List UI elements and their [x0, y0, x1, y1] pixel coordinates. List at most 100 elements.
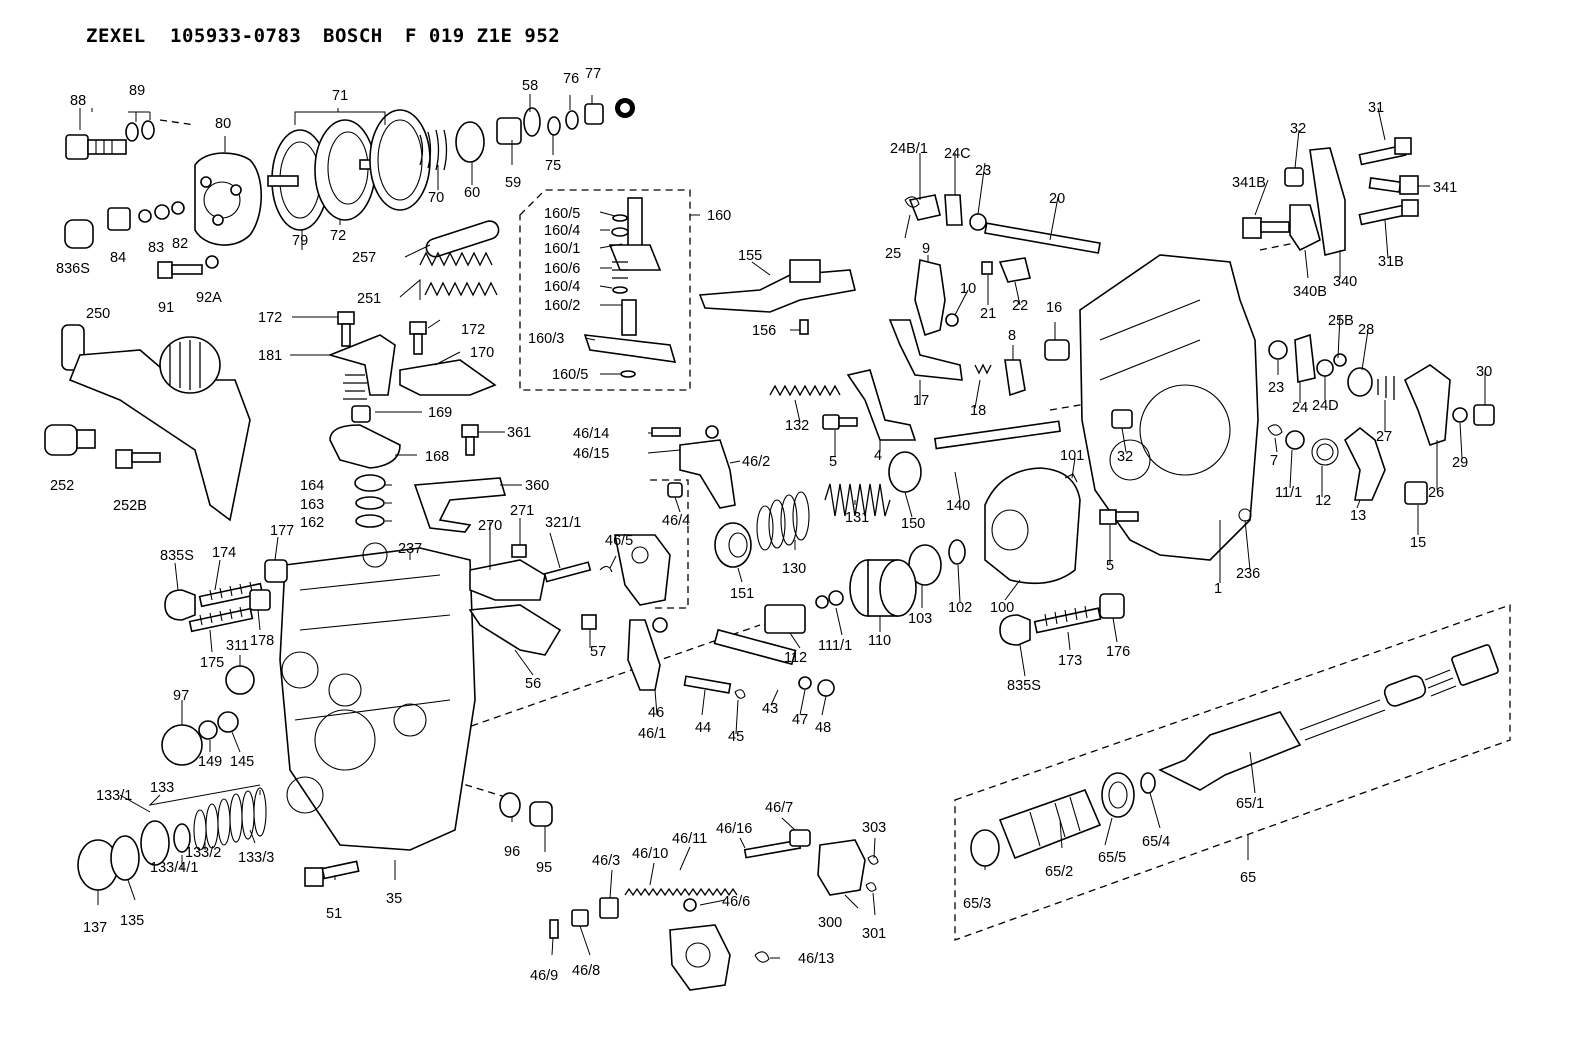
callout-160-3: 160/3 — [528, 331, 564, 347]
part-13-lever — [1343, 426, 1386, 501]
part-65-2-body — [998, 788, 1102, 860]
callout-112: 112 — [784, 650, 807, 666]
part-83-82-washers — [138, 201, 185, 223]
callout-46-2: 46/2 — [742, 454, 770, 470]
part-360-bracket — [413, 477, 507, 533]
callout-80: 80 — [215, 116, 231, 132]
part-9-lever — [914, 259, 946, 337]
part-133-2-spring — [193, 787, 267, 851]
part-59-nut — [496, 117, 522, 145]
callout-12: 12 — [1315, 493, 1331, 509]
part-155-lever — [698, 259, 856, 313]
part-24c-plate — [944, 194, 963, 226]
header-maker: BOSCH — [323, 25, 383, 47]
part-172-screw-left — [337, 311, 355, 347]
callout-96: 96 — [504, 844, 520, 860]
callout-341: 341 — [1433, 180, 1457, 196]
callout-8: 8 — [1008, 328, 1016, 344]
callout-46-13: 46/13 — [798, 951, 834, 967]
part-168-plate — [329, 424, 401, 469]
callout-10: 10 — [960, 281, 976, 297]
callout-9: 9 — [922, 241, 930, 257]
callout-27: 27 — [1376, 429, 1392, 445]
part-111-1-washers — [815, 590, 844, 609]
callout-60: 60 — [464, 185, 480, 201]
callout-140: 140 — [946, 498, 970, 514]
callout-168: 168 — [425, 449, 449, 465]
part-70-spring — [419, 129, 448, 171]
callout-130: 130 — [782, 561, 806, 577]
callout-236: 236 — [1236, 566, 1260, 582]
part-cap-end — [615, 98, 635, 118]
part-15-nut — [1404, 481, 1428, 505]
callout-237: 237 — [398, 541, 422, 557]
callout-301: 301 — [862, 926, 886, 942]
part-27-spring — [1377, 376, 1395, 400]
part-1-housing — [1079, 254, 1259, 561]
callout-46: 46 — [648, 705, 664, 721]
callout-160-1: 160/1 — [544, 241, 580, 257]
callout-29: 29 — [1452, 455, 1468, 471]
part-46-link — [627, 617, 668, 691]
part-17-lever — [888, 319, 963, 381]
part-18-spring — [974, 363, 992, 375]
callout-252: 252 — [50, 478, 74, 494]
part-8-lever — [1004, 359, 1026, 397]
part-51-bolt — [304, 860, 360, 887]
part-48-washer — [817, 679, 835, 697]
callout-46-16: 46/16 — [716, 821, 752, 837]
callout-251: 251 — [357, 291, 381, 307]
callout-89: 89 — [129, 83, 145, 99]
part-271-screw — [511, 544, 527, 558]
callout-103: 103 — [908, 611, 932, 627]
part-836s-cap — [64, 219, 94, 249]
part-30-nut — [1473, 404, 1495, 426]
part-160-3-plate — [583, 334, 677, 363]
callout-321-1: 321/1 — [545, 515, 581, 531]
header-brand: ZEXEL — [86, 25, 146, 47]
part-65-4-washer — [1140, 772, 1156, 794]
part-340b-plate — [1289, 204, 1321, 252]
callout-70: 70 — [428, 190, 444, 206]
part-341-bolt — [1368, 175, 1419, 195]
callout-46-4: 46/4 — [662, 513, 690, 529]
callout-65: 65 — [1240, 870, 1256, 886]
part-84-nut — [107, 207, 131, 231]
callout-341b: 341B — [1232, 175, 1266, 191]
callout-24d: 24D — [1312, 398, 1339, 414]
part-77-nut — [584, 103, 604, 125]
part-79-diaphragm — [267, 129, 329, 231]
part-164-bushing — [354, 474, 386, 492]
part-160-5-clip — [620, 370, 636, 378]
part-174-screw — [198, 581, 264, 608]
part-46-3-block — [599, 897, 619, 919]
callout-164: 164 — [300, 478, 324, 494]
callout-100: 100 — [990, 600, 1014, 616]
callout-300: 300 — [818, 915, 842, 931]
callout-56: 56 — [525, 676, 541, 692]
part-46-7-eye — [789, 829, 811, 847]
header-part-number: 105933-0783 — [170, 25, 301, 47]
part-11-1-washer — [1285, 430, 1305, 450]
part-21-screw — [981, 261, 993, 275]
callout-75: 75 — [545, 158, 561, 174]
part-31b-bolt — [1358, 199, 1419, 226]
part-22-plate — [998, 257, 1031, 283]
callout-57: 57 — [590, 644, 606, 660]
callout-25b: 25B — [1328, 313, 1354, 329]
part-46-10-spring — [624, 887, 738, 897]
part-65-5-nut — [1101, 772, 1135, 818]
part-60-cup — [455, 121, 485, 163]
callout-1: 1 — [1214, 581, 1222, 597]
callout-340b: 340B — [1293, 284, 1327, 300]
callout-836s: 836S — [56, 261, 90, 277]
part-32-nut-top — [1284, 167, 1304, 187]
callout-181: 181 — [258, 348, 282, 364]
callout-163: 163 — [300, 497, 324, 513]
callout-24b-1: 24B/1 — [890, 141, 928, 157]
callout-172-left: 172 — [258, 310, 282, 326]
part-26-lever — [1403, 364, 1451, 447]
callout-145: 145 — [230, 754, 254, 770]
callout-82: 82 — [172, 236, 188, 252]
